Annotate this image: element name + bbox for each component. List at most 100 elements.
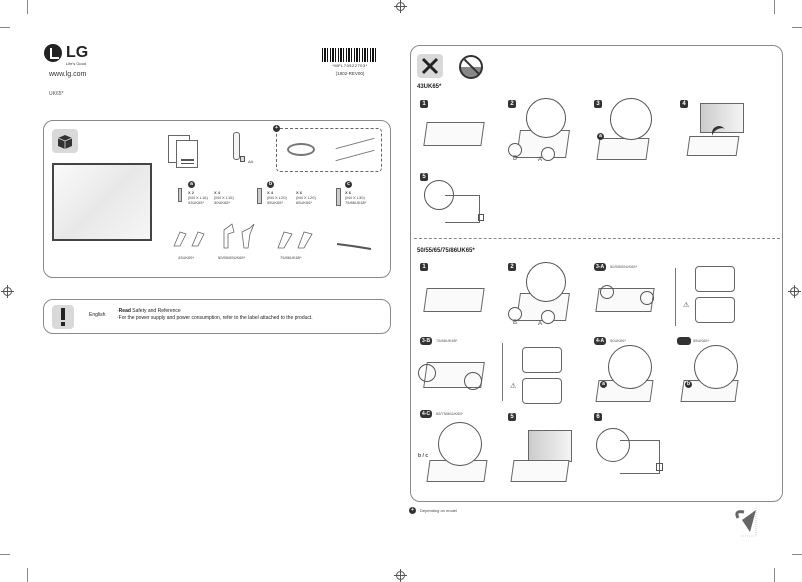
notice-line-1: ·Read Safety and Reference [117,308,181,314]
step-2-detail-a [541,147,555,161]
barcode-icon [322,48,377,62]
step-6: 6 [594,413,602,421]
tv-panel-illustration [52,163,152,241]
stand-label: 50/55/65UK65* [218,255,246,260]
crop-mark [774,0,775,14]
label-b: B [513,320,518,326]
battery-label: AA [248,159,254,164]
step-1: 1 [420,263,428,271]
website-url[interactable]: www.lg.com [49,71,87,78]
vertical-divider [502,343,503,401]
screw-badge-a: a [597,133,604,140]
step-3b-models: 75/86UK65* [436,338,458,343]
box-icon [52,129,78,153]
screw-icon [336,188,341,206]
screw-badge-a: a [600,381,607,388]
step-4a: 4-A [594,337,607,345]
step-1-illustration [423,288,485,312]
stand-label: 75/86UK65* [280,255,302,260]
step-6-zoom [596,428,630,462]
model-number: UK65* [49,91,64,97]
step-4c-zoom [438,422,482,466]
step-2-detail-b [508,307,522,321]
crop-mark [0,27,10,28]
vertical-divider [675,268,676,326]
warning-icon: ⚠ [510,383,517,390]
optional-cables-group: + [273,125,382,172]
step-5: 5 [508,413,516,421]
power-cable-icon [287,143,315,156]
step-4b: 4-B [677,337,691,345]
stand-orientation-warning [695,297,735,323]
registration-mark-icon [394,569,407,582]
brand-name: LG [66,44,89,61]
step-3a-detail [600,285,614,299]
crop-mark [27,568,28,582]
label-a: A [538,321,543,327]
power-outlet-icon [478,214,484,221]
language-label: English [89,312,106,318]
label-b: B [513,156,518,162]
remote-illustration [233,132,240,160]
step-4a-zoom [608,345,652,389]
screw-a-spec-1: X 2 (M4 X L16) 43UK65* [188,190,208,205]
screw-a-spec-2: X 4 (M4 X L16) 50UK65* [214,190,234,205]
step-3: 3 [594,100,602,108]
section-divider [414,238,780,239]
tools-icon [417,54,443,78]
screw-badge-a: a [188,181,195,188]
step-4a-models: 50UK65* [610,338,627,343]
screw-badge-b: b [685,381,692,388]
stand-illustration-75-86 [274,228,318,250]
cable-holder-illustration [336,237,372,250]
step-5-illustration [510,460,570,482]
plus-icon: + [409,507,416,514]
step-2: 2 [508,100,516,108]
screw-badge-c: c [345,181,352,188]
assembly-panel [410,45,783,502]
screw-badge-bc: b / c [418,453,429,459]
registration-mark-icon [1,285,14,298]
registration-mark-icon [394,0,407,13]
notice-line-2: ·For the power supply and power consumpt… [117,315,313,321]
exclamation-icon [52,305,74,329]
step-2-zoom [526,98,566,138]
stand-illustration-50-65 [220,222,260,250]
footnote: Depending on model [420,508,457,513]
screw-icon [178,188,182,202]
step-5-tv-screen [528,430,572,462]
step-2-detail-a [541,310,555,324]
step-2-detail-b [508,143,522,157]
stand-orientation-correct [695,266,735,292]
crop-mark [27,0,28,14]
page-turn-icon[interactable] [730,506,758,538]
power-outlet-icon [656,463,663,471]
step-3b-detail [418,364,436,382]
section-title-43: 43UK65* [417,84,442,90]
screw-b-spec-2: X 6 (M4 X L20) 65UK65* [296,190,316,205]
step-4c-models: 65/75/86UK65* [436,411,464,416]
label-a: A [538,157,543,163]
step-3a: 3-A [594,263,607,271]
step-4c: 4-C [420,410,433,418]
warning-icon: ⚠ [683,302,690,309]
screw-badge-b: b [267,181,274,188]
manual-illustration [176,140,198,168]
registration-mark-icon [788,285,801,298]
stand-label: 43UK65* [178,255,195,260]
step-6-tv-back [620,440,660,474]
step-3b: 3-B [420,337,433,345]
crop-mark [774,568,775,582]
tagline: Life's Good [66,61,87,66]
step-3a-models: 50/55/65UK65* [610,264,638,269]
step-2-zoom [526,262,566,302]
step-4-tv-screen [700,103,744,133]
step-5: 5 [420,173,428,181]
screw-c-spec-1: X 6 (M4 X L30) 75/86UK65* [345,190,367,205]
screw-icon [257,188,262,204]
stand-orientation-warning [522,378,562,404]
accessories-panel [43,120,391,278]
step-5-tv-back [445,195,480,223]
lg-logo-icon [44,44,62,62]
stand-illustration-43 [170,228,210,248]
